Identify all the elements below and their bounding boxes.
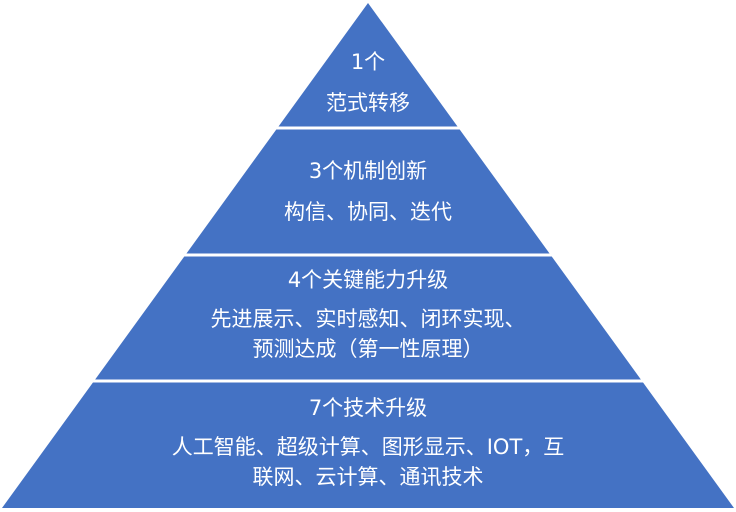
tier-1-title: 1个 xyxy=(350,50,386,74)
tier-1: 1个 范式转移 xyxy=(0,48,736,118)
tier-1-line-1: 范式转移 xyxy=(326,91,410,115)
tier-2-line-1: 构信、协同、迭代 xyxy=(284,200,452,224)
tier-3-line-1: 先进展示、实时感知、闭环实现、 xyxy=(210,307,526,331)
tier-4: 7个技术升级 人工智能、超级计算、图形显示、IOT，互 联网、云计算、通讯技术 xyxy=(0,394,736,492)
tier-2: 3个机制创新 构信、协同、迭代 xyxy=(0,157,736,227)
tier-3-line-2: 预测达成（第一性原理） xyxy=(252,337,484,361)
tier-2-title: 3个机制创新 xyxy=(308,159,428,183)
tier-3: 4个关键能力升级 先进展示、实时感知、闭环实现、 预测达成（第一性原理） xyxy=(0,266,736,364)
tier-4-title: 7个技术升级 xyxy=(308,396,428,420)
tier-4-line-1: 人工智能、超级计算、图形显示、IOT，互 xyxy=(171,435,565,459)
tier-4-line-2: 联网、云计算、通讯技术 xyxy=(252,465,484,489)
tier-3-title: 4个关键能力升级 xyxy=(287,268,449,292)
